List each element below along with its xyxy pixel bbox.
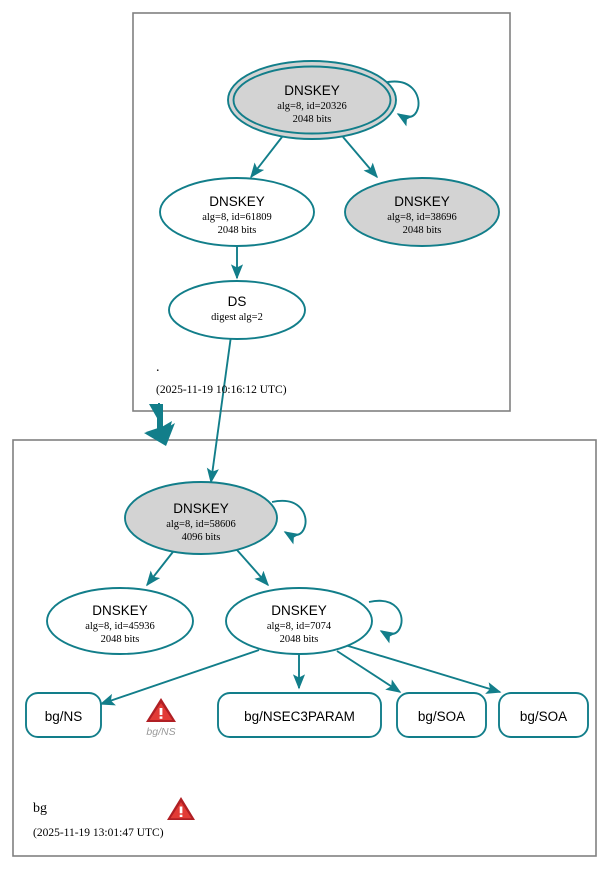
node-label-line2: alg=8, id=61809 xyxy=(202,212,272,223)
node-label-line2: alg=8, id=7074 xyxy=(267,621,332,632)
node-label-line1: DNSKEY xyxy=(92,603,148,618)
edge-ds-to-bg-ksk xyxy=(206,335,232,484)
node-label-line1: DNSKEY xyxy=(394,194,450,209)
zone-timestamp-bg: (2025-11-19 13:01:47 UTC) xyxy=(33,827,164,839)
edge-bg-ksk-to-zsk7074 xyxy=(236,549,270,587)
edge-bg-zsk7074-to-ns xyxy=(99,649,260,706)
zone-name-root: . xyxy=(156,360,160,375)
node-label-line2: alg=8, id=45936 xyxy=(85,621,155,632)
node-label-line3: 4096 bits xyxy=(182,532,221,543)
record-box-bg-nsec3param[interactable]: bg/NSEC3PARAM xyxy=(217,692,382,738)
edge-bg-ksk-to-zsk45936 xyxy=(146,547,177,587)
edge-self-loop-bg-ksk xyxy=(271,499,307,545)
record-label: bg/SOA xyxy=(520,709,567,724)
node-dnskey-38696[interactable]: DNSKEY alg=8, id=38696 2048 bits xyxy=(344,177,500,247)
node-ds[interactable]: DS digest alg=2 xyxy=(168,280,306,340)
node-label-line2: digest alg=2 xyxy=(211,312,263,323)
edge-bg-zsk7074-to-soa1 xyxy=(336,650,402,693)
node-label-line3: 2048 bits xyxy=(218,225,257,236)
edge-root-ksk-to-zsk38696 xyxy=(342,136,378,179)
edge-self-loop-bg-zsk7074 xyxy=(368,599,403,644)
record-box-bg-soa-1[interactable]: bg/SOA xyxy=(396,692,487,738)
warning-triangle-icon xyxy=(146,698,176,722)
node-dnskey-20326[interactable]: DNSKEY alg=8, id=20326 2048 bits xyxy=(227,60,397,140)
node-label-line1: DNSKEY xyxy=(173,501,229,516)
node-label-line1: DNSKEY xyxy=(271,603,327,618)
node-label-line2: alg=8, id=58606 xyxy=(166,519,236,530)
edge-self-loop-root-ksk xyxy=(382,80,420,127)
record-label: bg/NSEC3PARAM xyxy=(244,709,355,724)
record-label: bg/NS xyxy=(45,709,83,724)
node-dnskey-45936[interactable]: DNSKEY alg=8, id=45936 2048 bits xyxy=(46,587,194,655)
node-label-line2: alg=8, id=20326 xyxy=(277,101,347,112)
node-dnskey-61809[interactable]: DNSKEY alg=8, id=61809 2048 bits xyxy=(159,177,315,247)
edge-bg-zsk7074-to-soa2 xyxy=(344,644,502,694)
zone-timestamp-root: (2025-11-19 10:16:12 UTC) xyxy=(156,384,287,396)
node-dnskey-7074[interactable]: DNSKEY alg=8, id=7074 2048 bits xyxy=(225,587,373,655)
warning-bg-ns[interactable]: bg/NS xyxy=(146,698,176,738)
zone-name-bg: bg xyxy=(33,801,47,816)
edge-root-ksk-to-zsk61809 xyxy=(250,136,283,179)
node-label-line1: DS xyxy=(228,294,247,309)
record-box-bg-ns[interactable]: bg/NS xyxy=(25,692,102,738)
record-label: bg/SOA xyxy=(418,709,465,724)
node-label-line1: DNSKEY xyxy=(209,194,265,209)
node-label-line3: 2048 bits xyxy=(101,634,140,645)
edge-zone-delegation-root-to-bg xyxy=(144,403,175,446)
node-label-line3: 2048 bits xyxy=(403,225,442,236)
node-label-line1: DNSKEY xyxy=(284,83,340,98)
node-label-line2: alg=8, id=38696 xyxy=(387,212,457,223)
node-label-line3: 2048 bits xyxy=(293,114,332,125)
node-label-line3: 2048 bits xyxy=(280,634,319,645)
warning-label: bg/NS xyxy=(146,726,175,738)
zone-warning-icon-bg[interactable] xyxy=(167,797,195,820)
node-dnskey-58606[interactable]: DNSKEY alg=8, id=58606 4096 bits xyxy=(124,481,278,555)
record-box-bg-soa-2[interactable]: bg/SOA xyxy=(498,692,589,738)
